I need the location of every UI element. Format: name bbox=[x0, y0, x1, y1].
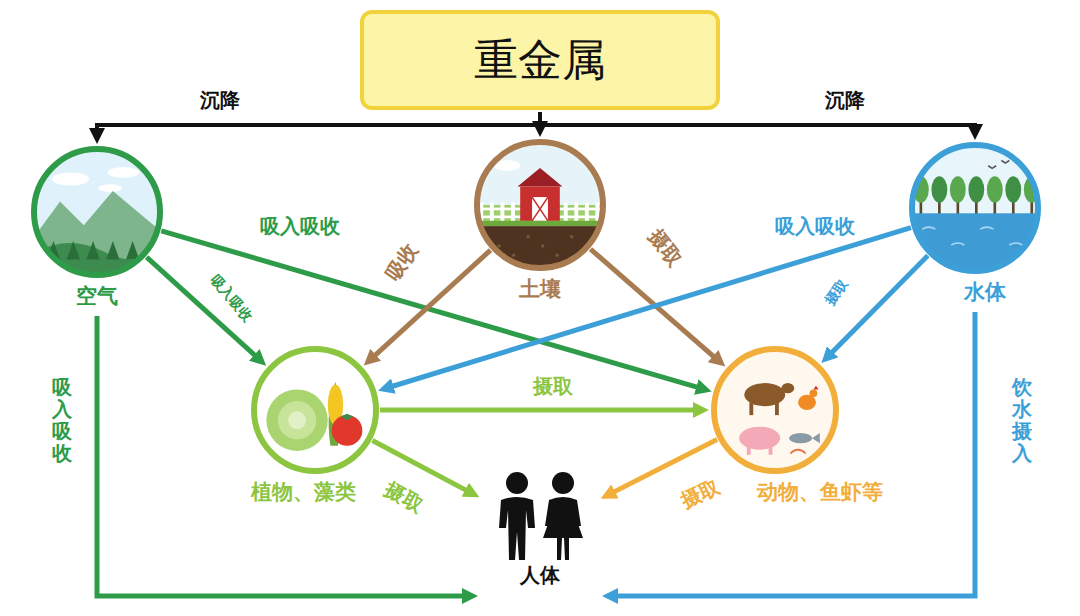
source-box: 重金属 bbox=[360, 10, 720, 110]
edge-label: 沉降 bbox=[198, 89, 242, 112]
medium-circle: 空气 bbox=[31, 146, 163, 278]
medium-circle: 动物、鱼虾等 bbox=[711, 346, 839, 474]
edge-label: 吸收 bbox=[380, 237, 424, 286]
flow-arrow bbox=[97, 316, 468, 596]
edge-label: 吸入吸收 bbox=[207, 270, 258, 326]
flow-arrow bbox=[161, 231, 702, 389]
flow-arrow bbox=[612, 312, 975, 596]
flow-arrow bbox=[380, 408, 699, 413]
edge-label: 吸入吸收 bbox=[773, 215, 857, 238]
edge-label: 摄取 bbox=[642, 224, 687, 273]
edge-label: 摄取 bbox=[531, 375, 575, 398]
circle-illustration bbox=[251, 346, 379, 474]
circle-illustration bbox=[909, 142, 1041, 274]
medium-circle: 植物、藻类 bbox=[251, 346, 379, 474]
medium-circle: 水体 bbox=[909, 142, 1041, 274]
medium-label: 植物、藻类 bbox=[251, 478, 356, 506]
flow-arrow bbox=[97, 112, 540, 134]
medium-label: 水体 bbox=[964, 278, 1006, 306]
edge-label: 摄取 bbox=[820, 274, 852, 309]
circle-illustration bbox=[474, 139, 606, 271]
source-title: 重金属 bbox=[474, 31, 606, 90]
circle-illustration bbox=[31, 146, 163, 278]
human-figure: 人体 bbox=[482, 470, 598, 589]
edge-label: 摄取 bbox=[379, 476, 429, 518]
medium-circle: 土壤 bbox=[474, 139, 606, 271]
flow-arrow bbox=[828, 256, 927, 356]
people-icon bbox=[482, 470, 598, 562]
medium-label: 土壤 bbox=[519, 275, 561, 303]
edge-label: 沉降 bbox=[823, 89, 867, 112]
flow-arrow bbox=[540, 112, 975, 130]
edge-label: 饮水摄入 bbox=[1012, 374, 1032, 466]
circle-illustration bbox=[711, 346, 839, 474]
medium-label: 动物、鱼虾等 bbox=[757, 478, 883, 506]
medium-label: 空气 bbox=[76, 282, 118, 310]
edge-label: 摄取 bbox=[675, 474, 725, 513]
edge-label: 吸入吸收 bbox=[52, 374, 72, 466]
flow-arrow bbox=[388, 228, 911, 388]
human-label: 人体 bbox=[482, 562, 598, 589]
flow-arrow bbox=[147, 257, 259, 359]
edge-label: 吸入吸收 bbox=[258, 215, 342, 238]
